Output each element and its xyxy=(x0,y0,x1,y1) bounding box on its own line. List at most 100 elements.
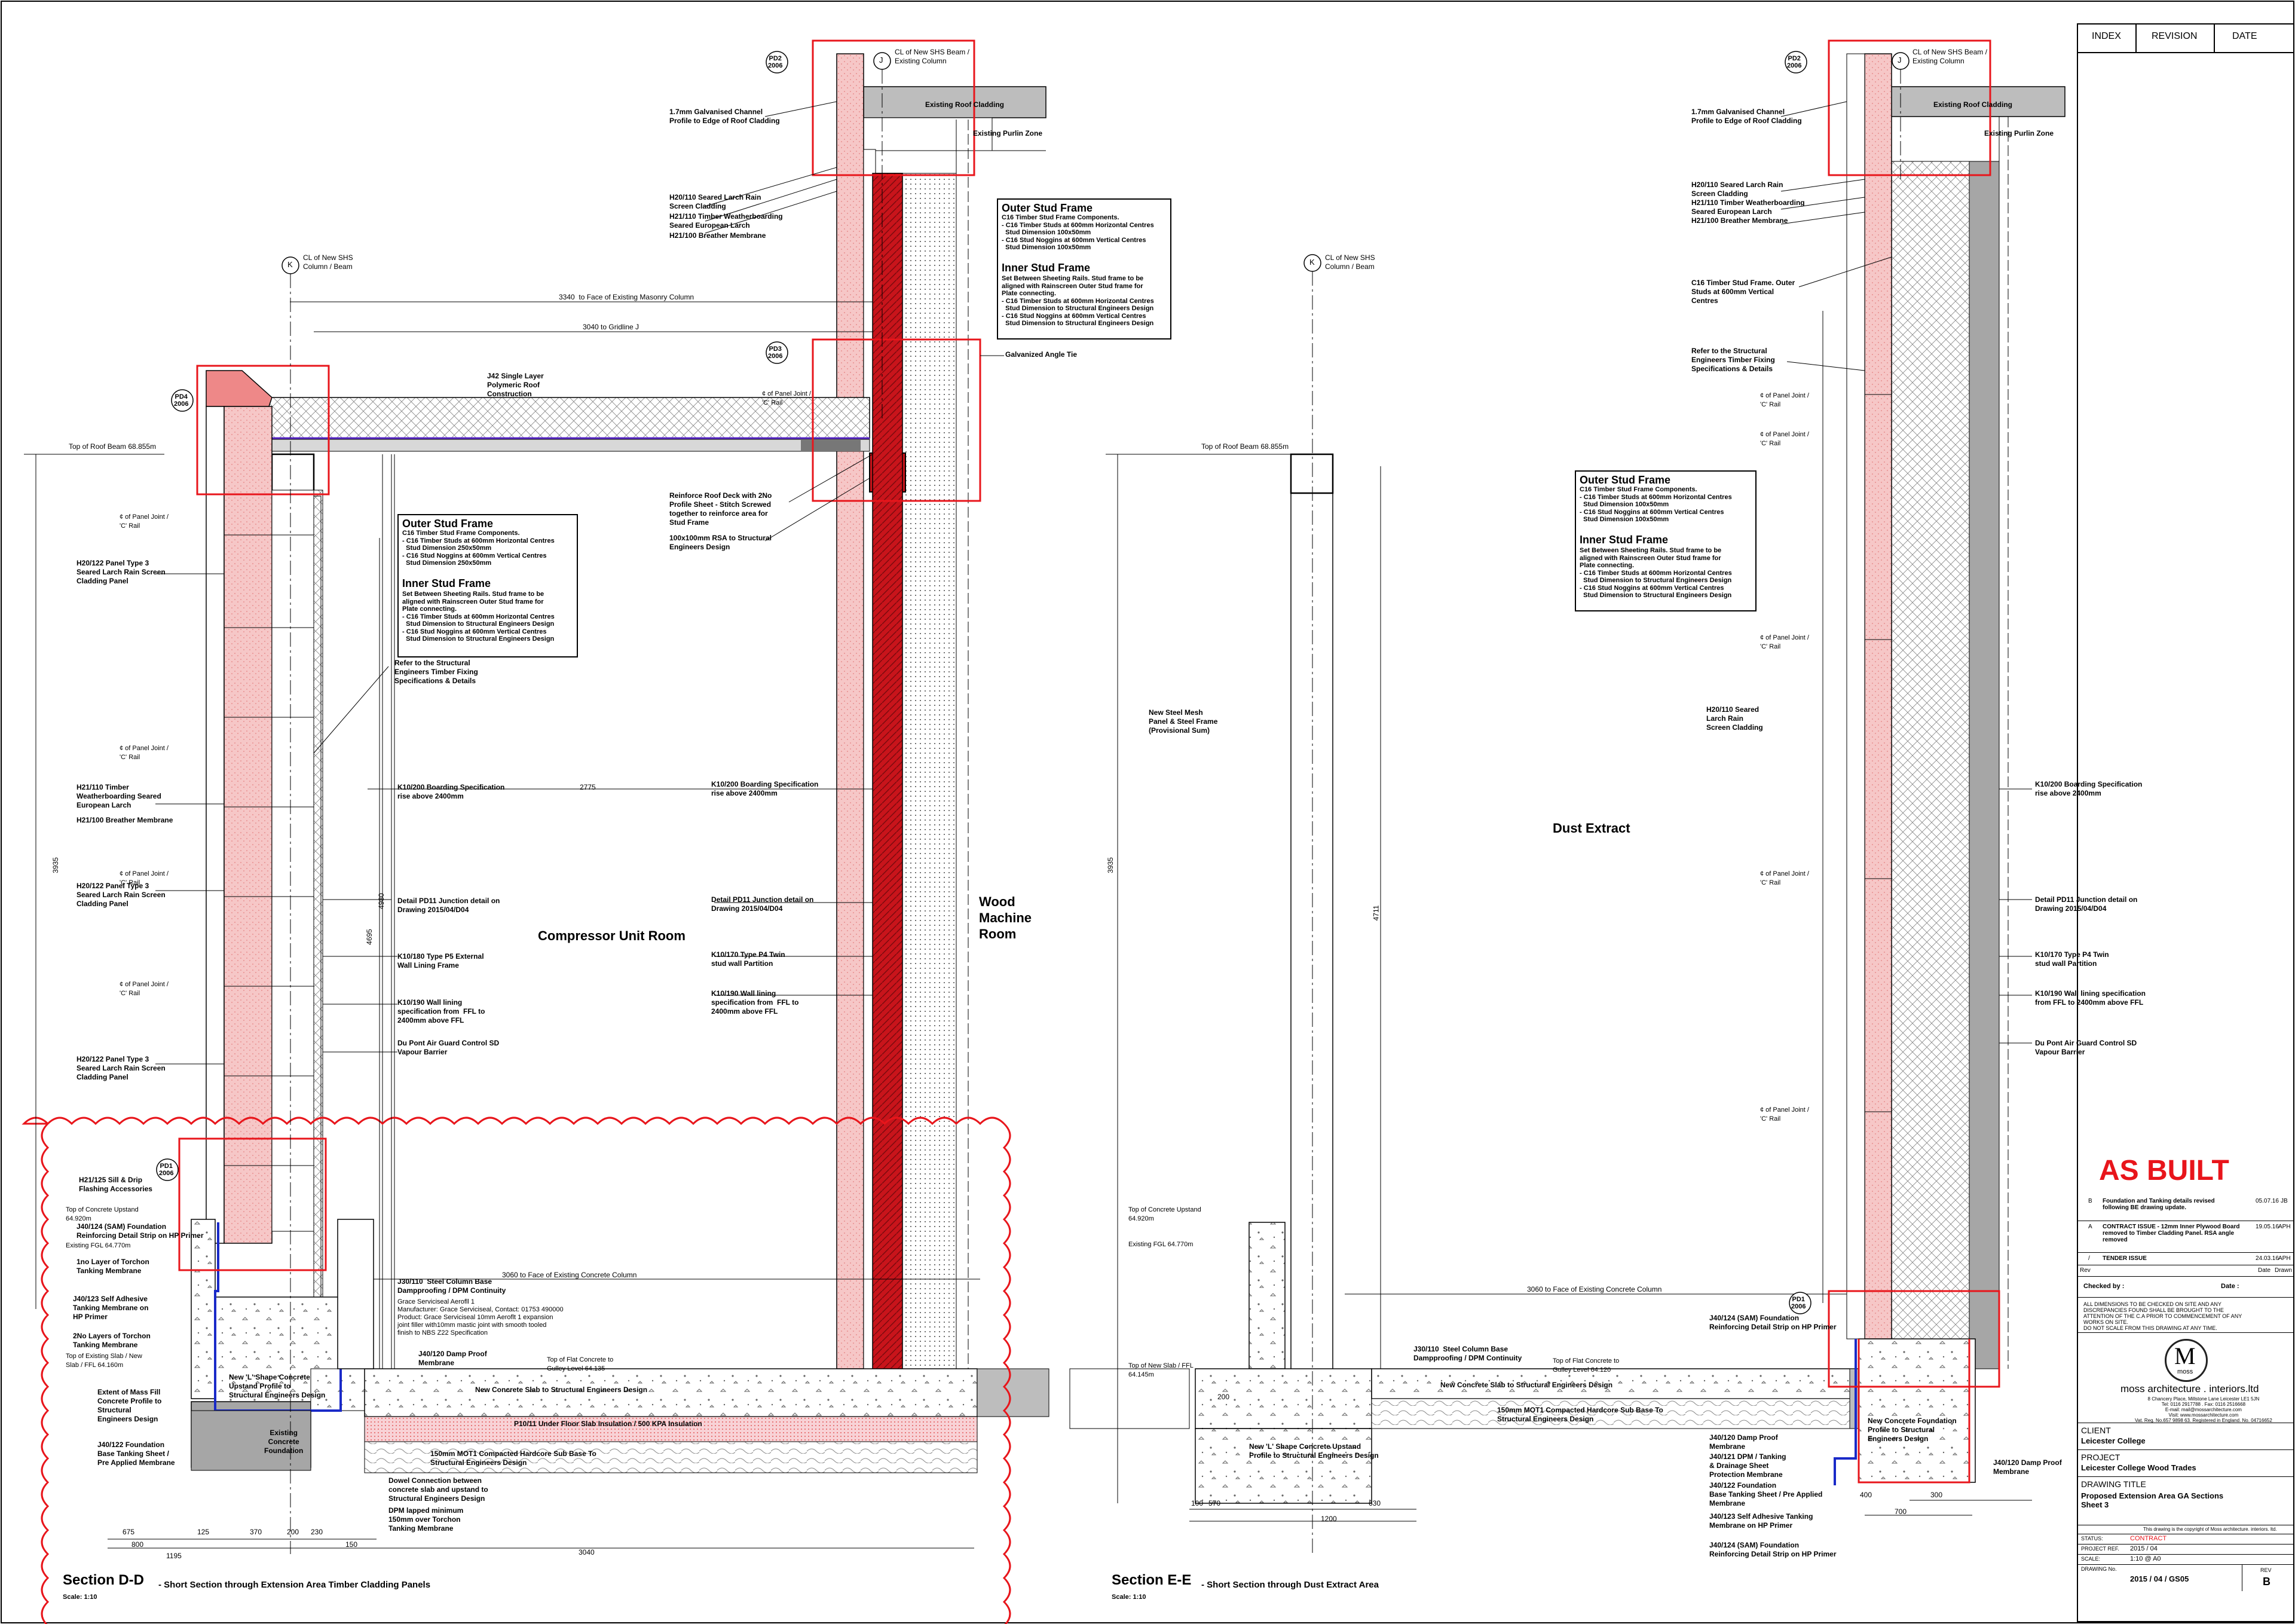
existing-purlin-zone: Existing Purlin Zone xyxy=(973,129,1043,137)
dpm-lapped: DPM lapped minimum 150mm over Torchon Ta… xyxy=(388,1506,464,1533)
dim-4980: 4980 xyxy=(377,893,385,909)
k10-180: K10/180 Type P5 External Wall Lining Fra… xyxy=(397,952,484,969)
ref-pd2: PD2 2006 xyxy=(768,55,783,69)
k10-170-dd: K10/170 Type P4 Twin stud wall Partition xyxy=(711,950,785,968)
outer-stud-title: Outer Stud Frame xyxy=(1002,202,1093,214)
rev-b-desc: Foundation and Tanking details revised f… xyxy=(2103,1198,2215,1211)
company-name: moss architecture . interiors.ltd xyxy=(2120,1383,2259,1394)
copyright-row: This drawing is the copyright of Moss ar… xyxy=(2077,1525,2294,1534)
dim-3060-ee: 3060 to Face of Existing Concrete Column xyxy=(1527,1285,1662,1293)
j30-110-ee: J30/110 Steel Column Base Dampproofing /… xyxy=(1413,1345,1522,1362)
dim-200: 200 xyxy=(287,1528,299,1536)
inner-stud-title: Inner Stud Frame xyxy=(1002,262,1091,274)
dupont-dd: Du Pont Air Guard Control SD Vapour Barr… xyxy=(397,1039,500,1056)
dim-700-r: 700 xyxy=(1895,1507,1907,1516)
dim-3935-dd: 3935 xyxy=(51,857,60,873)
rev-a-date: 19.05.16 xyxy=(2256,1224,2279,1230)
section-right-drawing xyxy=(1780,39,2066,1516)
title-block-frame xyxy=(2077,23,2294,1622)
dim-1200-ee: 1200 xyxy=(1321,1515,1337,1523)
outer-stud-frame-box-top: Outer Stud Frame C16 Timber Stud Frame C… xyxy=(997,198,1171,340)
inner-stud-body-3: Set Between Sheeting Rails. Stud frame t… xyxy=(1580,547,1732,599)
logo-row: M moss moss architecture . interiors.ltd… xyxy=(2077,1333,2294,1423)
rev-tender-by: APH xyxy=(2278,1255,2291,1262)
status-header: STATUS: xyxy=(2081,1536,2103,1542)
dim-3040: 3040 to Gridline J xyxy=(583,323,639,331)
h21-100-b: H21/100 Breather Membrane xyxy=(76,816,173,824)
revision-row: B Foundation and Tanking details revised… xyxy=(2077,1195,2294,1221)
k10-200-left: K10/200 Boarding Specification rise abov… xyxy=(397,783,505,800)
section-ee-scale: Scale: 1:10 xyxy=(1112,1594,1146,1601)
drawno-row: DRAWING No. 2015 / 04 / GS05 REV B xyxy=(2077,1564,2294,1591)
revision-row: / TENDER ISSUE 24.03.16 APH xyxy=(2077,1253,2294,1265)
pd11-right-r: Detail PD11 Junction detail on Drawing 2… xyxy=(2035,895,2138,913)
header-revision: REVISION xyxy=(2152,31,2198,41)
drawing-title-value: Proposed Extension Area GA Sections Shee… xyxy=(2081,1491,2224,1509)
revision-cloud xyxy=(22,1117,1011,1624)
galv-channel-note: 1.7mm Galvanised Channel Profile to Edge… xyxy=(669,108,780,125)
rev-a-code: A xyxy=(2088,1224,2092,1230)
panel-joint-2: ¢ of Panel Joint / 'C' Rail xyxy=(120,745,169,761)
section-dd-title: Section D-D xyxy=(63,1572,145,1588)
grid-k-text: CL of New SHS Column / Beam xyxy=(303,253,353,271)
checked-by: Checked by : xyxy=(2083,1283,2125,1290)
outer-stud-frame-box-right: Outer Stud Frame C16 Timber Stud Frame C… xyxy=(1575,470,1757,611)
h21-110-note: H21/110 Timber Weatherboarding Seared Eu… xyxy=(669,212,783,230)
rev-b-code: B xyxy=(2088,1198,2092,1204)
grid-j-letter: J xyxy=(879,56,883,65)
drawing-title-row: DRAWING TITLE Proposed Extension Area GA… xyxy=(2077,1477,2294,1525)
h20-110-right: H20/110 Seared Larch Rain Screen Claddin… xyxy=(1691,181,1783,198)
h20-122-a: H20/122 Panel Type 3 Seared Larch Rain S… xyxy=(76,559,166,585)
mot1-ee: 150mm MOT1 Compacted Hardcore Sub Base T… xyxy=(1497,1406,1663,1423)
dim-4711: 4711 xyxy=(1372,905,1381,921)
k10-170-right: K10/170 Type P4 Twin stud wall Partition xyxy=(2035,950,2109,968)
outer-stud-body: C16 Timber Stud Frame Components. - C16 … xyxy=(1002,214,1154,251)
dim-675: 675 xyxy=(123,1528,135,1536)
k10-190-right: K10/190 Wall lining specification from F… xyxy=(711,989,799,1016)
rev-cell-label: REV xyxy=(2260,1567,2272,1573)
logo-letter: M xyxy=(2174,1342,2196,1369)
mass-fill: Extent of Mass Fill Concrete Profile to … xyxy=(97,1388,162,1423)
rev-tender-code: / xyxy=(2088,1255,2090,1262)
dim-800: 800 xyxy=(131,1540,144,1549)
torchon-1: 1no Layer of Torchon Tanking Membrane xyxy=(76,1258,149,1275)
h21-110-right: H21/110 Timber Weatherboarding Seared Eu… xyxy=(1691,198,1805,216)
copyright: This drawing is the copyright of Moss ar… xyxy=(2143,1527,2277,1532)
project-value: Leicester College Wood Trades xyxy=(2081,1463,2196,1472)
section-ee-subtitle: - Short Section through Dust Extract Are… xyxy=(1201,1580,1379,1590)
dim-4695: 4695 xyxy=(365,929,374,945)
drawno-value: 2015 / 04 / GS05 xyxy=(2130,1574,2189,1583)
room-compressor: Compressor Unit Room xyxy=(538,928,686,943)
panel-joint-1: ¢ of Panel Joint / 'C' Rail xyxy=(120,513,169,530)
k10-200-right-r: K10/200 Boarding Specification rise abov… xyxy=(2035,780,2143,797)
k10-190-dd: K10/190 Wall lining specification from F… xyxy=(397,998,485,1024)
new-slab-ee: New Concrete Slab to Structural Engineer… xyxy=(1440,1381,1613,1389)
revision-header: Rev Date Drawn xyxy=(2077,1265,2294,1277)
panel-joint-3: ¢ of Panel Joint / 'C' Rail xyxy=(120,870,169,886)
flat-concrete-dd: Top of Flat Concrete to Gulley Level 64.… xyxy=(547,1356,614,1372)
top-new-slab-ee: Top of New Slab / FFL 64.145m xyxy=(1128,1362,1194,1378)
refer-struct-dd: Refer to the Structural Engineers Timber… xyxy=(394,659,478,685)
dim-400-r: 400 xyxy=(1860,1491,1872,1499)
rev-col-header: Rev xyxy=(2080,1267,2091,1274)
panel-joint-r1: ¢ of Panel Joint / 'C' Rail xyxy=(1760,392,1809,408)
mot1-dd: 150mm MOT1 Compacted Hardcore Sub Base T… xyxy=(430,1449,596,1467)
outer-stud-body-2: C16 Timber Stud Frame Components. - C16 … xyxy=(402,530,555,567)
torchon-2: 2No Layers of Torchon Tanking Membrane xyxy=(73,1332,151,1349)
existing-purlin-right: Existing Purlin Zone xyxy=(1984,129,2054,137)
top-roof-beam-ee: Top of Roof Beam 68.855m xyxy=(1201,442,1289,451)
projref-value: 2015 / 04 xyxy=(2130,1545,2158,1552)
h21-125: H21/125 Sill & Drip Flashing Accessories xyxy=(79,1176,152,1193)
grid-k-letter: K xyxy=(287,260,293,269)
projref-header: PROJECT REF. xyxy=(2081,1546,2119,1552)
dim-630-ee: 630 xyxy=(1369,1499,1381,1507)
logo-small: moss xyxy=(2177,1368,2193,1375)
ref-pd1: PD1 2006 xyxy=(159,1163,174,1177)
drawn-col-header: Drawn xyxy=(2275,1267,2292,1274)
date-col-header: Date xyxy=(2258,1267,2271,1274)
dim-3935-ee: 3935 xyxy=(1106,857,1115,873)
grid-j-right-text: CL of New SHS Beam / Existing Column xyxy=(1912,48,1987,65)
dim-300-r: 300 xyxy=(1930,1491,1943,1499)
h21-100-right: H21/100 Breather Membrane xyxy=(1691,216,1788,225)
